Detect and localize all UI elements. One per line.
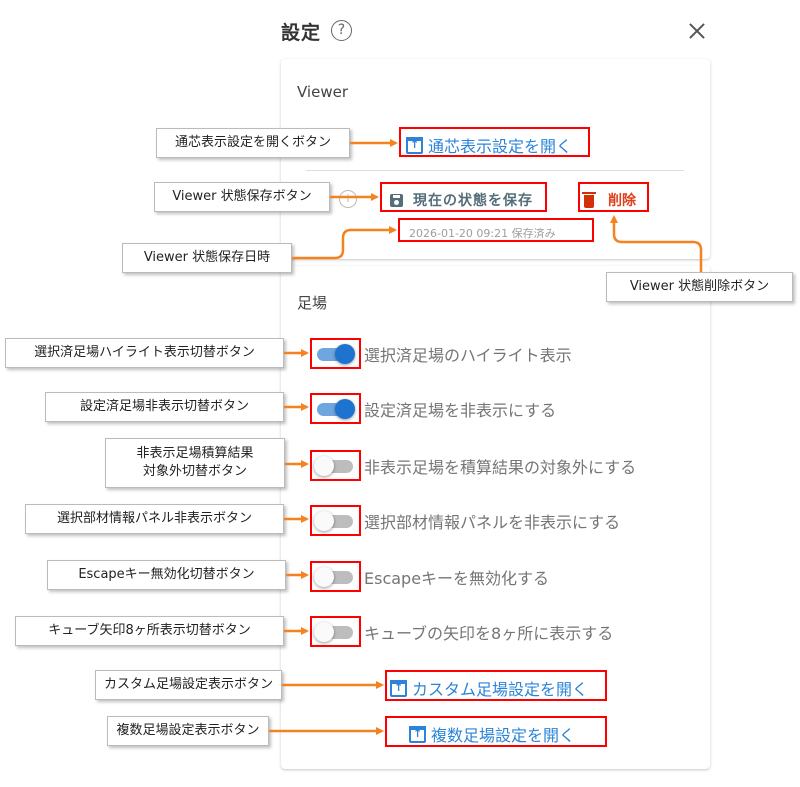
- highlight-box: [310, 450, 361, 481]
- open-multi-scaffold-button[interactable]: 複数足場設定を開く: [409, 722, 575, 746]
- save-state-label: 現在の状態を保存: [413, 193, 533, 209]
- callout-text: 設定済足場非表示切替ボタン: [79, 398, 249, 414]
- help-icon[interactable]: ?: [331, 20, 352, 41]
- floppy-disk-icon: [390, 193, 403, 207]
- highlight-box: [398, 218, 594, 242]
- toggle-label: 非表示足場を積算結果の対象外にする: [364, 458, 637, 477]
- open-external-icon: [390, 679, 407, 697]
- callout-escape-toggle: Escapeキー無効化切替ボタン: [47, 560, 286, 590]
- scaffold-section-title: 足場: [297, 294, 328, 312]
- toggle-label: Escapeキーを無効化する: [364, 569, 550, 588]
- callout-cube-arrows-toggle: キューブ矢印8ヶ所表示切替ボタン: [15, 616, 284, 646]
- callout-text-line1: 非表示足場積算結果: [136, 445, 254, 461]
- toggle-label: 選択部材情報パネルを非表示にする: [364, 513, 621, 532]
- open-custom-scaffold-button[interactable]: カスタム足場設定を開く: [390, 676, 588, 700]
- highlight-box: [380, 182, 547, 212]
- callout-save-state-button: Viewer 状態保存ボタン: [154, 182, 330, 212]
- highlight-box: [310, 338, 361, 369]
- disable-escape-toggle[interactable]: [312, 565, 358, 589]
- highlight-box: [399, 127, 590, 157]
- highlight-box: [385, 670, 607, 701]
- callout-multi-scaffold-button: 複数足場設定表示ボタン: [107, 716, 269, 746]
- callout-saved-datetime: Viewer 状態保存日時: [122, 243, 292, 273]
- exclude-hidden-toggle[interactable]: [312, 454, 358, 478]
- toggle-row-cube-arrows: キューブの矢印を8ヶ所に表示する: [312, 620, 613, 644]
- toggle-label: 設定済足場を非表示にする: [364, 401, 557, 420]
- hide-info-panel-toggle[interactable]: [312, 509, 358, 533]
- highlight-box: [385, 716, 607, 747]
- toggle-row-exclude-hidden: 非表示足場を積算結果の対象外にする: [312, 454, 636, 478]
- cube-arrows-toggle[interactable]: [312, 620, 358, 644]
- toggle-row-disable-escape: Escapeキーを無効化する: [312, 565, 549, 589]
- hide-configured-toggle[interactable]: [312, 397, 358, 421]
- toggle-row-highlight-selected: 選択済足場のハイライト表示: [312, 342, 572, 366]
- open-external-icon: [409, 725, 426, 743]
- open-alignment-settings-label: 通芯表示設定を開く: [428, 137, 573, 156]
- open-alignment-settings-button[interactable]: 通芯表示設定を開く: [406, 133, 572, 157]
- info-icon[interactable]: i: [339, 190, 357, 208]
- save-state-button[interactable]: 現在の状態を保存: [390, 190, 533, 210]
- callout-hide-configured-toggle: 設定済足場非表示切替ボタン: [45, 392, 284, 422]
- delete-label: 削除: [608, 193, 636, 209]
- highlight-box: [310, 616, 361, 647]
- trash-icon: [582, 191, 596, 208]
- toggle-label: 選択済足場のハイライト表示: [364, 346, 572, 365]
- highlight-box: [310, 561, 361, 592]
- viewer-divider: [306, 170, 684, 171]
- callout-alignment-button: 通芯表示設定を開くボタン: [156, 128, 350, 158]
- open-external-icon: [406, 136, 423, 154]
- callout-text-line2: 対象外切替ボタン: [142, 464, 247, 479]
- toggle-label: キューブの矢印を8ヶ所に表示する: [364, 624, 614, 643]
- highlight-box: [310, 393, 361, 424]
- toggle-row-hide-info-panel: 選択部材情報パネルを非表示にする: [312, 509, 620, 533]
- dialog-title: 設定: [281, 22, 322, 44]
- close-icon[interactable]: [686, 20, 708, 42]
- delete-state-button[interactable]: 削除: [582, 190, 636, 210]
- highlight-selected-toggle[interactable]: [312, 342, 358, 366]
- callout-delete-state-button: Viewer 状態削除ボタン: [606, 272, 793, 302]
- saved-timestamp: 2026-01-20 09:21 保存済み: [409, 227, 556, 240]
- viewer-section-title: Viewer: [297, 83, 348, 101]
- open-multi-scaffold-label: 複数足場設定を開く: [431, 726, 576, 745]
- callout-highlight-toggle: 選択済足場ハイライト表示切替ボタン: [5, 338, 284, 368]
- highlight-box: [310, 505, 361, 536]
- callout-hide-info-panel-toggle: 選択部材情報パネル非表示ボタン: [25, 504, 284, 534]
- callout-exclude-hidden-toggle: 非表示足場積算結果 対象外切替ボタン: [105, 438, 285, 488]
- highlight-box: [578, 182, 649, 212]
- callout-custom-scaffold-button: カスタム足場設定表示ボタン: [95, 670, 282, 700]
- toggle-row-hide-configured: 設定済足場を非表示にする: [312, 397, 556, 421]
- open-custom-scaffold-label: カスタム足場設定を開く: [412, 680, 589, 699]
